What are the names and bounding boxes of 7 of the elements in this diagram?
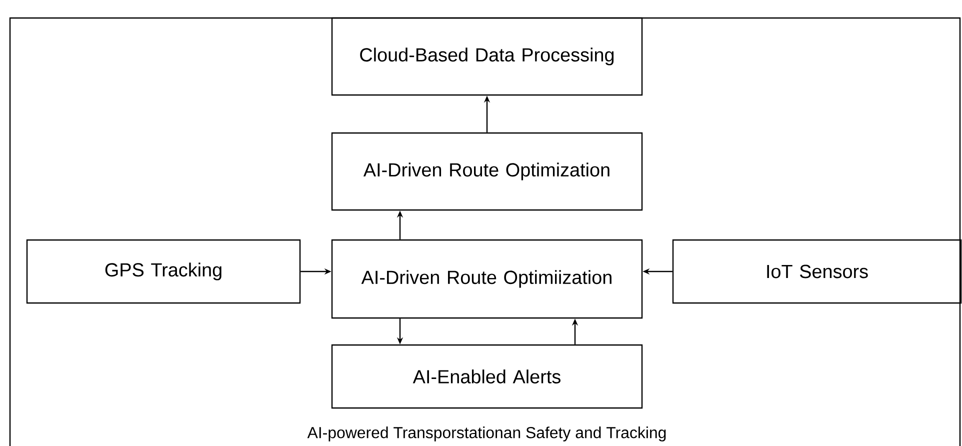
process-box: GPS Tracking bbox=[26, 239, 301, 304]
process-box: AI-Driven Route Optimiization bbox=[331, 239, 643, 319]
process-box: Cloud-Based Data Processing bbox=[331, 17, 643, 96]
process-box: AI-Driven Route Optimization bbox=[331, 132, 643, 211]
process-box: AI-Enabled Alerts bbox=[331, 344, 643, 409]
caption: AI-powered Transporstationan Safety and Tracking bbox=[307, 426, 666, 442]
process-box: IoT Sensors bbox=[672, 239, 962, 304]
